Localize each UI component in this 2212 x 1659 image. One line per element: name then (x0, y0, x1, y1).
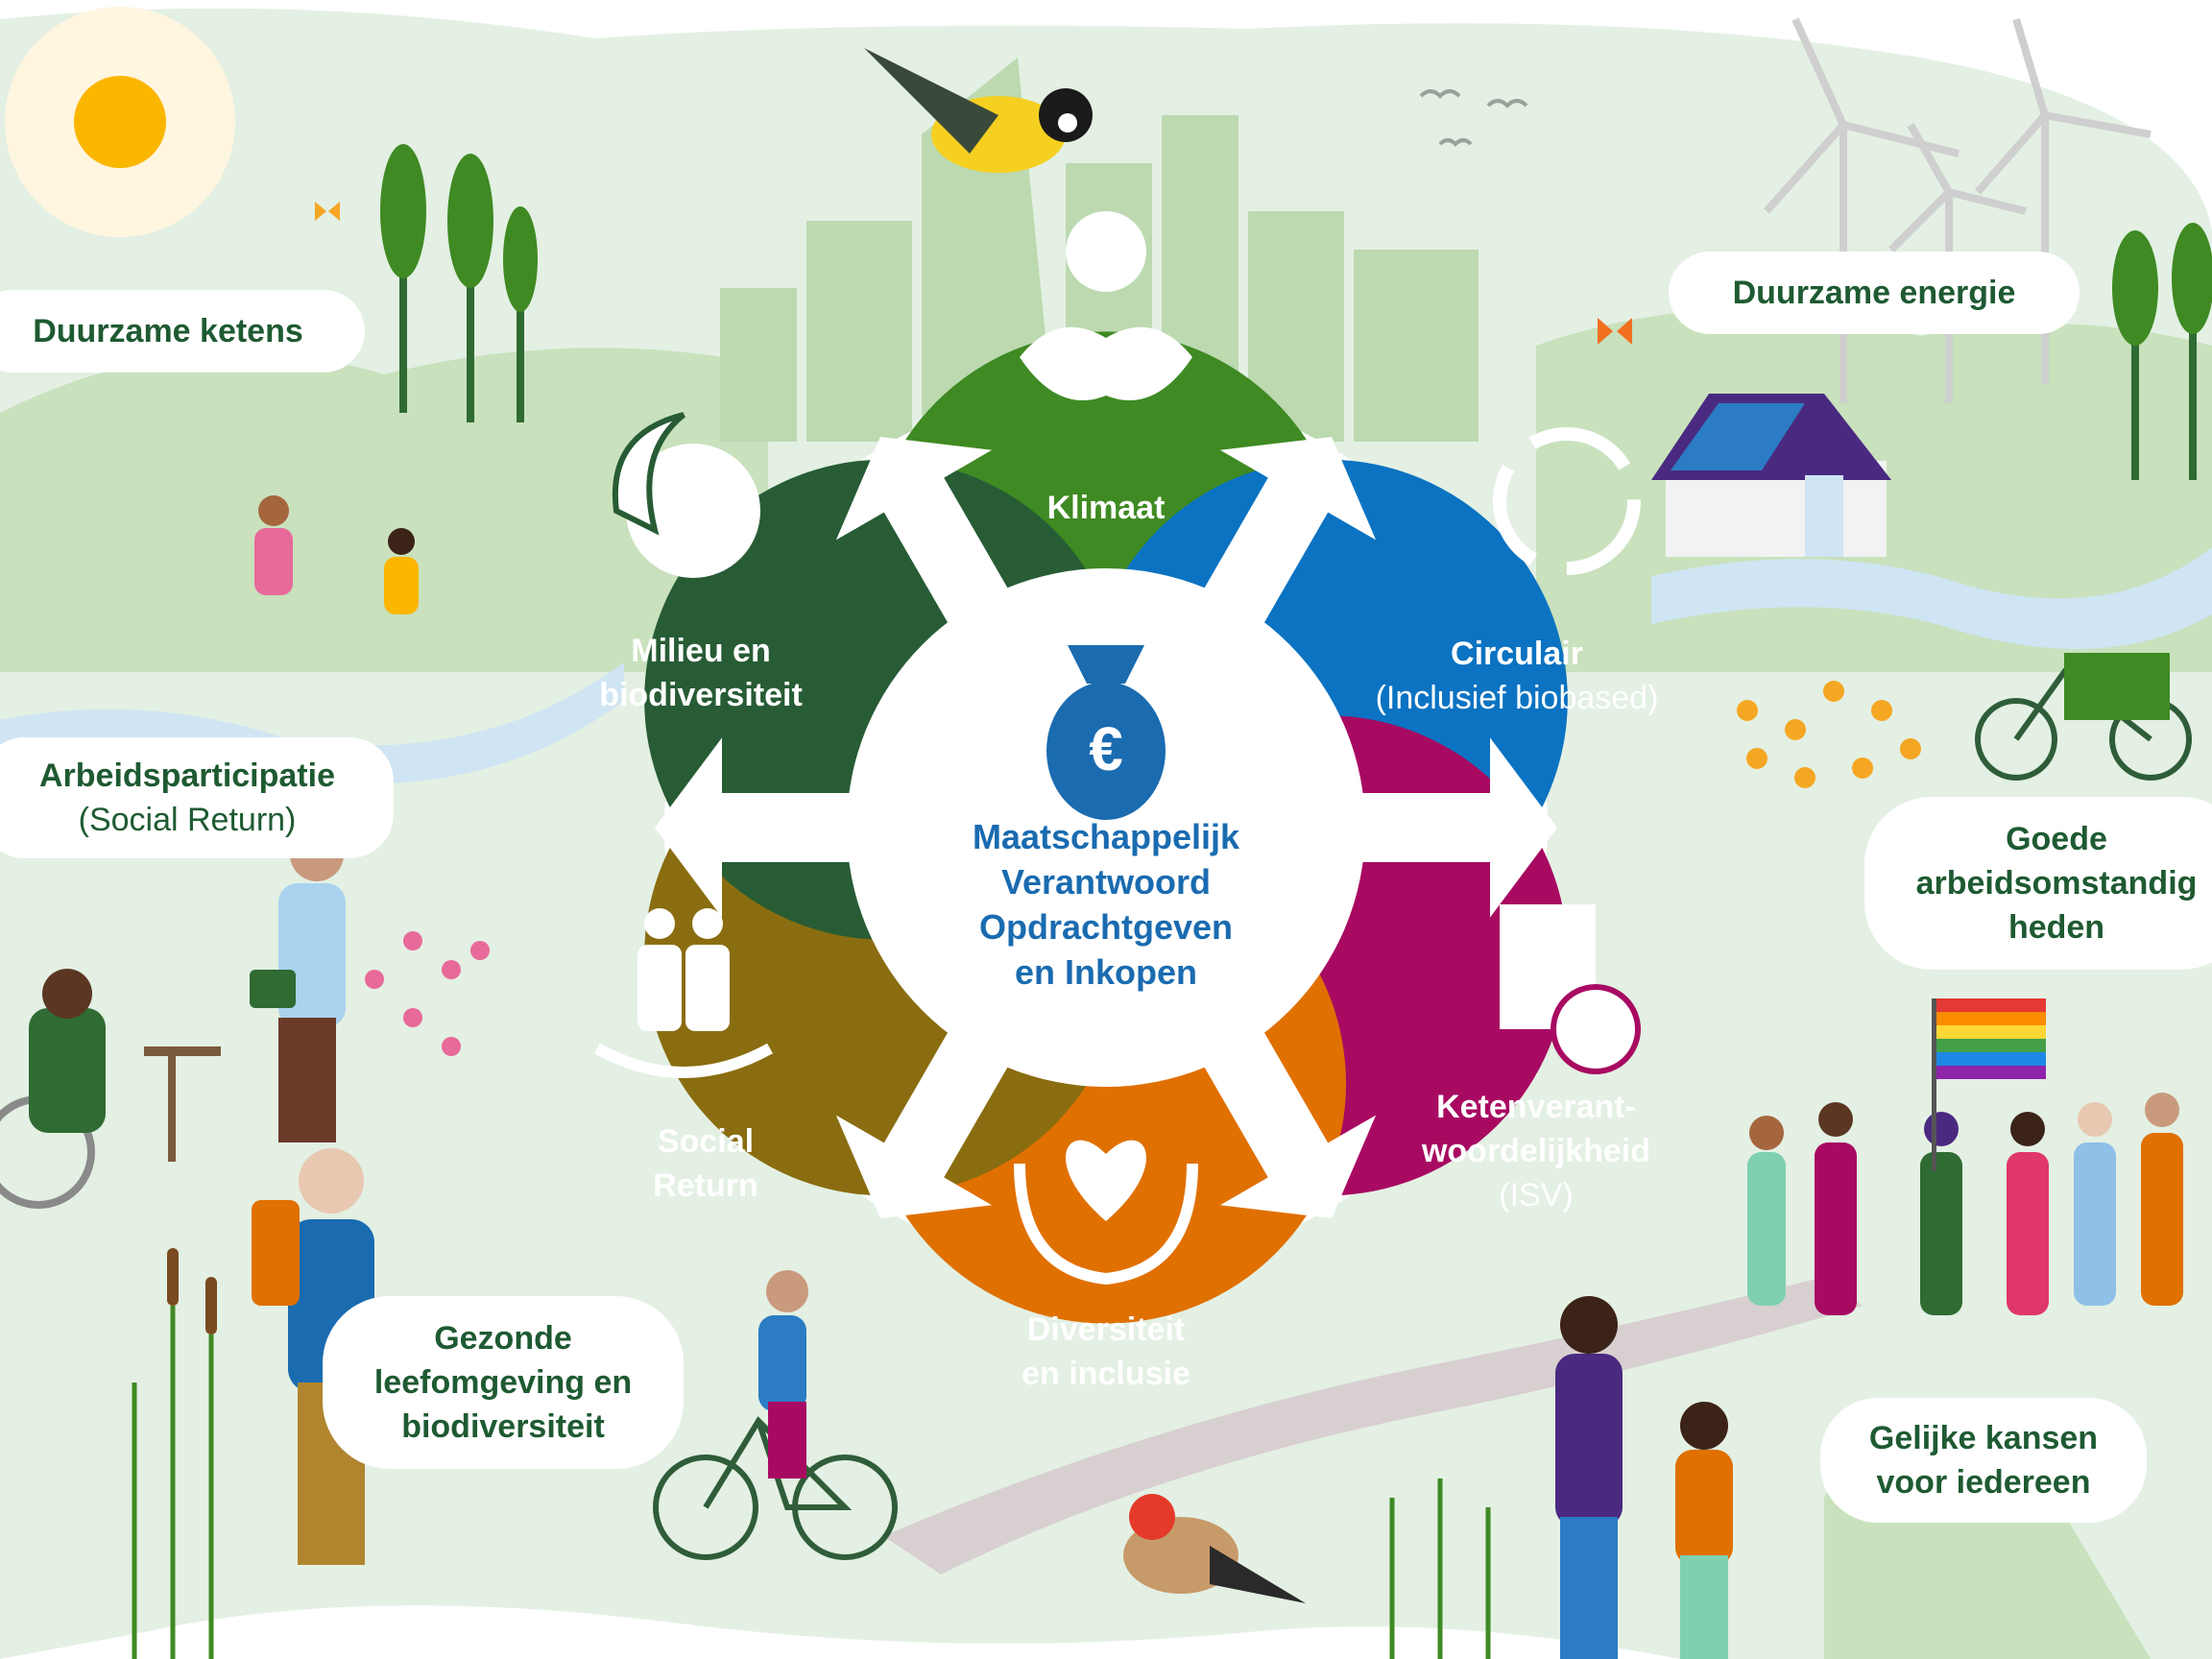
globe-shape (1066, 211, 1146, 292)
segment-label-klimaat: Klimaat (1010, 486, 1202, 530)
segment-circulair-sub: (Inclusief biobased) (1375, 680, 1659, 716)
great-tit-bird-icon (864, 48, 1093, 173)
hand-shape (594, 1043, 773, 1078)
heart-shape (1066, 1140, 1146, 1221)
segment-social-line-1: Social (657, 1123, 755, 1160)
tree-icon-right (2112, 223, 2212, 480)
person-head (644, 908, 675, 939)
center-title-line-3: Opdrachtgeven (978, 907, 1234, 947)
globe-leaf-icon (612, 412, 760, 578)
segment-diversiteit-line-1: Diversiteit (1026, 1311, 1186, 1348)
tree-icon (380, 144, 538, 422)
hands-shape (1014, 1163, 1198, 1286)
label-gezonde-leefomgeving: Gezonde leefomgeving en biodiversiteit (323, 1296, 684, 1469)
center-title-line-4: en Inkopen (1014, 952, 1198, 992)
label-duurzame-energie-text: Duurzame energie (1732, 275, 2016, 311)
label-gelijke-line-2: voor iedereen (1876, 1464, 2091, 1501)
segment-label-milieu: Milieu en biodiversiteit (557, 629, 845, 717)
goldfinch-bird-icon (1123, 1494, 1306, 1603)
money-bag-icon: € (1046, 645, 1166, 820)
flowers-left (365, 931, 490, 1056)
segment-keten-line-1: Ketenverant- (1436, 1089, 1636, 1125)
label-duurzame-ketens-text: Duurzame ketens (33, 313, 303, 349)
flowers-right (1737, 681, 1921, 788)
segment-social-line-2: Return (653, 1167, 758, 1204)
cyclist (758, 1270, 808, 1479)
leaf-shape (612, 412, 685, 536)
segment-klimaat-line-1: Klimaat (1046, 490, 1166, 526)
reeds (132, 1306, 1491, 1659)
center-title: Maatschappelijk Verantwoord Opdrachtgeve… (914, 814, 1298, 995)
label-gezonde-line-1: Gezonde (434, 1320, 572, 1357)
footpath (883, 1277, 1863, 1575)
cargo-box (2064, 653, 2170, 720)
center-title-line-1: Maatschappelijk (972, 817, 1240, 856)
wheel-arrow-4 (655, 737, 962, 918)
label-gezonde-line-3: biodiversiteit (401, 1408, 605, 1445)
euro-symbol: € (1089, 714, 1123, 783)
segment-keten-line-2: woordelijkheid (1421, 1133, 1651, 1169)
segment-keten-sub: (ISV) (1499, 1177, 1574, 1214)
segment-label-circulair: Circulair (Inclusief biobased) (1325, 632, 1709, 720)
segment-circulair-line-1: Circulair (1451, 636, 1583, 672)
person-head (692, 908, 723, 939)
wheel-arrow-5 (835, 437, 1065, 721)
segment-label-social-return: Social Return (562, 1119, 850, 1208)
globe-shape (1551, 984, 1641, 1074)
label-gezonde-line-2: leefomgeving en (373, 1364, 633, 1401)
wheel-arrow-1 (1250, 737, 1557, 918)
segment-label-ketenverantwoordelijkheid: Ketenverant- woordelijkheid (ISV) (1344, 1085, 1728, 1217)
money-bag-top (1068, 645, 1144, 684)
segment-milieu-line-1: Milieu en (631, 633, 771, 669)
wind-turbine-icon (1764, 17, 2152, 403)
label-gelijke-line-1: Gelijke kansen (1868, 1420, 2099, 1456)
reed-heads (167, 1248, 217, 1334)
hikers (1555, 1296, 1733, 1659)
wheel-arrow-2 (1147, 934, 1377, 1218)
label-duurzame-ketens: Duurzame ketens (0, 290, 365, 373)
person-body (685, 945, 730, 1031)
wheel-arrow-3 (835, 934, 1065, 1218)
people-group (1747, 1093, 2183, 1315)
label-gelijke-kansen: Gelijke kansen voor iedereen (1820, 1398, 2147, 1523)
heart-hands-icon (1014, 1140, 1198, 1286)
label-arbeidsparticipatie-sub: (Social Return) (78, 802, 297, 838)
sun-icon (74, 76, 166, 168)
bird-icon (1419, 89, 1528, 147)
rainbow-flag-icon (1932, 998, 2046, 1171)
label-goede-line-3: heden (2008, 909, 2105, 946)
globe-handshake-icon (1020, 211, 1192, 400)
document-globe-icon (1500, 904, 1641, 1074)
wheel-arrow-0 (1147, 437, 1377, 721)
money-bag-body (1046, 682, 1166, 820)
segment-milieu-line-2: biodiversiteit (599, 677, 803, 713)
solar-house-icon (1651, 394, 1891, 557)
label-arbeidsparticipatie-main: Arbeidsparticipatie (39, 757, 335, 794)
recycle-ring (1493, 427, 1641, 575)
wheel-center (847, 568, 1365, 1087)
label-goede-line-2: arbeidsomstandig (1915, 865, 2198, 902)
label-arbeidsparticipatie: Arbeidsparticipatie (Social Return) (0, 737, 394, 858)
segment-label-diversiteit: Diversiteit en inclusie (962, 1308, 1250, 1396)
runners (254, 495, 419, 614)
wheelchair-icon (0, 969, 221, 1209)
person-body (637, 945, 682, 1031)
segment-diversiteit-line-2: en inclusie (1022, 1356, 1190, 1392)
center-title-line-2: Verantwoord (1000, 862, 1212, 902)
handshake-shape (1020, 326, 1192, 400)
hills (0, 348, 768, 672)
mvoi-wheel: € (594, 211, 1641, 1324)
label-goede-line-1: Goede (2006, 821, 2107, 857)
globe-shape (626, 444, 760, 578)
label-duurzame-energie: Duurzame energie (1669, 252, 2080, 334)
recycle-arrows-icon (1493, 427, 1641, 575)
label-goede-arbeidsomstandigheden: Goede arbeidsomstandig heden (1864, 797, 2212, 970)
people-hand-icon (594, 908, 773, 1078)
river-right (1651, 547, 2212, 649)
